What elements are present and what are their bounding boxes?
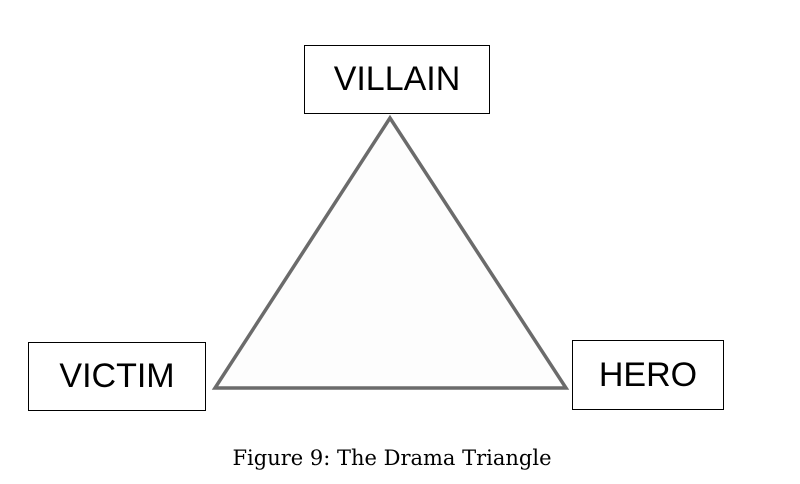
triangle-shape (211, 114, 570, 390)
villain-label: VILLAIN (333, 60, 461, 98)
figure-caption: Figure 9: The Drama Triangle (232, 446, 552, 470)
victim-label: VICTIM (59, 357, 175, 395)
villain-node: VILLAIN (304, 45, 490, 114)
hero-label: HERO (598, 355, 698, 394)
hero-node: HERO (572, 340, 724, 410)
victim-node: VICTIM (28, 342, 206, 411)
